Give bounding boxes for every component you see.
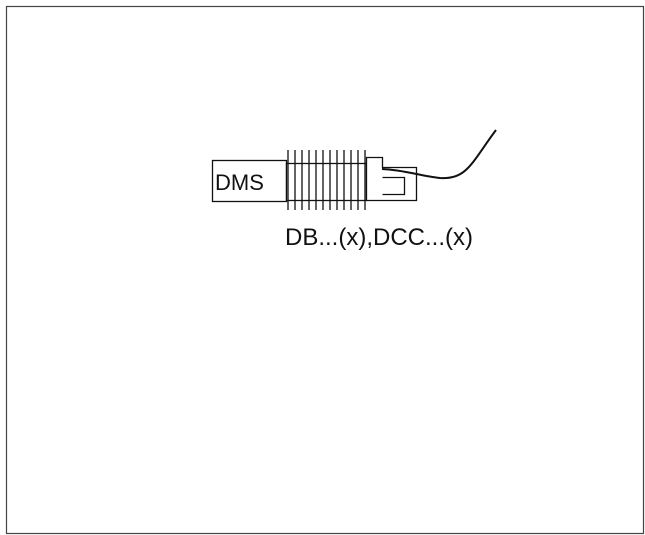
figure-border — [5, 5, 645, 535]
dms-label: DMS — [215, 170, 264, 195]
cable-line — [381, 129, 497, 180]
coupling-fins — [285, 150, 368, 210]
part-number-label: DB...(x),DCC...(x) — [285, 224, 473, 251]
dms-box — [211, 159, 288, 203]
connector-socket — [382, 176, 406, 196]
